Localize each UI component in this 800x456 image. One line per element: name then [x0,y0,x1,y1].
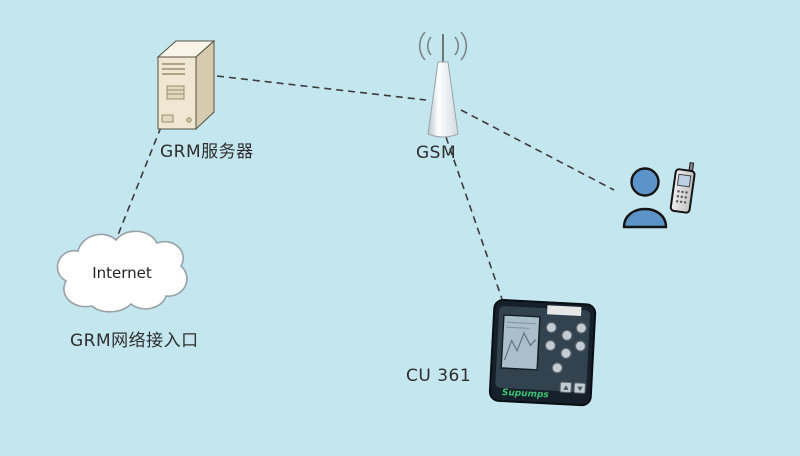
connection-server-internet [115,126,162,241]
device-brand-text: Supumps [502,388,550,400]
gsm-label: GSM [416,143,457,163]
internet-cloud-icon [56,230,188,313]
cu361-label: CU 361 [406,366,472,386]
internet-label: Internet [92,264,152,282]
internet-caption-label: GRM网络接入口 [70,331,199,351]
connection-gsm-cu361 [445,136,503,300]
connection-gsm-mobile-user [460,109,615,191]
server-icon [156,39,216,131]
mobile-user-icon [622,162,696,229]
cu361-device-icon: Supumps [488,298,597,407]
phone-icon [669,162,696,214]
server-label: GRM服务器 [160,142,254,162]
gsm-antenna-icon [418,31,468,138]
connection-server-gsm [216,75,427,101]
connections [115,75,615,300]
